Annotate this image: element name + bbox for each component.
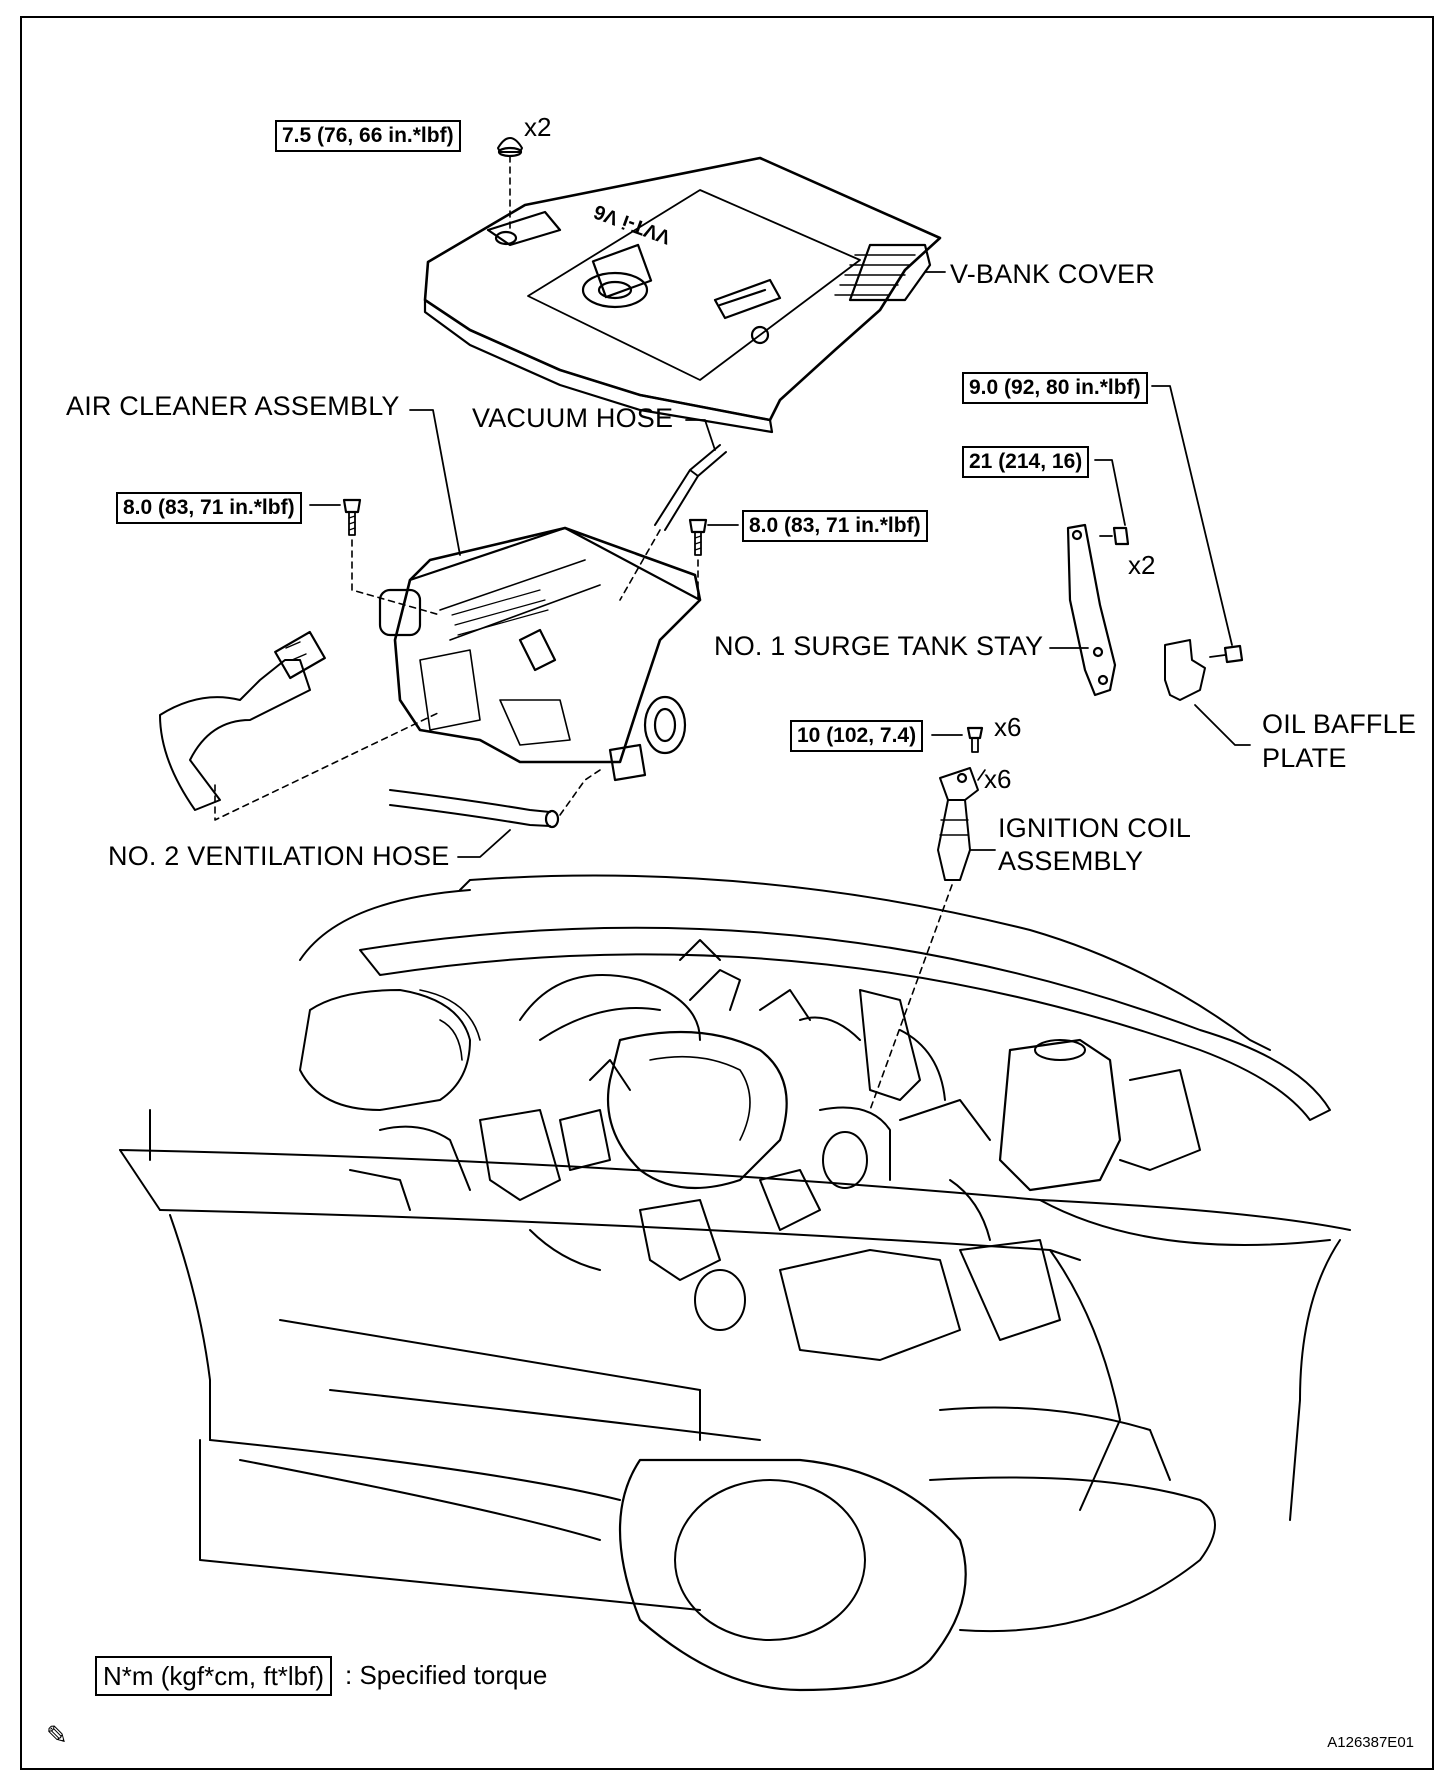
no2-ventilation-hose [390, 770, 600, 857]
torque-label-ignition-coil: 10 (102, 7.4) [790, 720, 924, 752]
cover-logo-text: VVT-i V6 [591, 200, 674, 248]
ignition-coil-assembly [870, 728, 995, 1110]
ignition-coil-label-line1: IGNITION COIL [998, 813, 1192, 843]
no2-ventilation-hose-label: NO. 2 VENTILATION HOSE [108, 841, 450, 871]
v-bank-cover-label: V-BANK COVER [950, 259, 1155, 289]
vacuum-hose [620, 420, 726, 600]
quantity-cover-nut: x2 [524, 112, 552, 142]
oil-baffle-plate [1152, 386, 1250, 745]
quantity-ignition-bolt: x6 [994, 712, 1022, 742]
engine-bay [120, 876, 1350, 1690]
legend-unit-box: N*m (kgf*cm, ft*lbf) [95, 1656, 333, 1696]
torque-label-surge-stay: 21 (214, 16) [962, 446, 1090, 478]
air-cleaner-assembly-label: AIR CLEANER ASSEMBLY [66, 391, 400, 421]
quantity-surge-stay-bolt: x2 [1128, 550, 1156, 580]
torque-label-air-cleaner-left: 8.0 (83, 71 in.*lbf) [116, 492, 302, 524]
bolt-icon [1210, 646, 1242, 662]
oil-baffle-plate-label-line1: OIL BAFFLE [1262, 709, 1417, 739]
torque-label-cover-nut: 7.5 (76, 66 in.*lbf) [275, 120, 461, 152]
wire-harness [160, 632, 325, 810]
figure-code: A126387E01 [1327, 1734, 1414, 1751]
vacuum-hose-label: VACUUM HOSE [472, 403, 674, 433]
oil-baffle-plate-label-line2: PLATE [1262, 743, 1347, 773]
no1-surge-tank-stay-label: NO. 1 SURGE TANK STAY [714, 631, 1044, 661]
torque-label-oil-baffle: 9.0 (92, 80 in.*lbf) [962, 372, 1148, 404]
air-cleaner-assembly [310, 410, 738, 780]
bolt-icon [1100, 528, 1128, 544]
bolt-icon [690, 520, 706, 555]
quantity-ignition-coil: x6 [984, 764, 1012, 794]
torque-label-air-cleaner-right: 8.0 (83, 71 in.*lbf) [742, 510, 928, 542]
legend-meaning: : Specified torque [345, 1660, 548, 1690]
bolt-icon [968, 728, 982, 752]
v-bank-cover: VVT-i V6 [425, 138, 945, 432]
no1-surge-tank-stay [1050, 460, 1128, 695]
bolt-icon [344, 500, 360, 535]
notebook-icon: ✎ [46, 1720, 68, 1750]
nut-icon [498, 138, 522, 156]
figure-frame [20, 16, 1434, 1770]
ignition-coil-label-line2: ASSEMBLY [998, 846, 1144, 876]
